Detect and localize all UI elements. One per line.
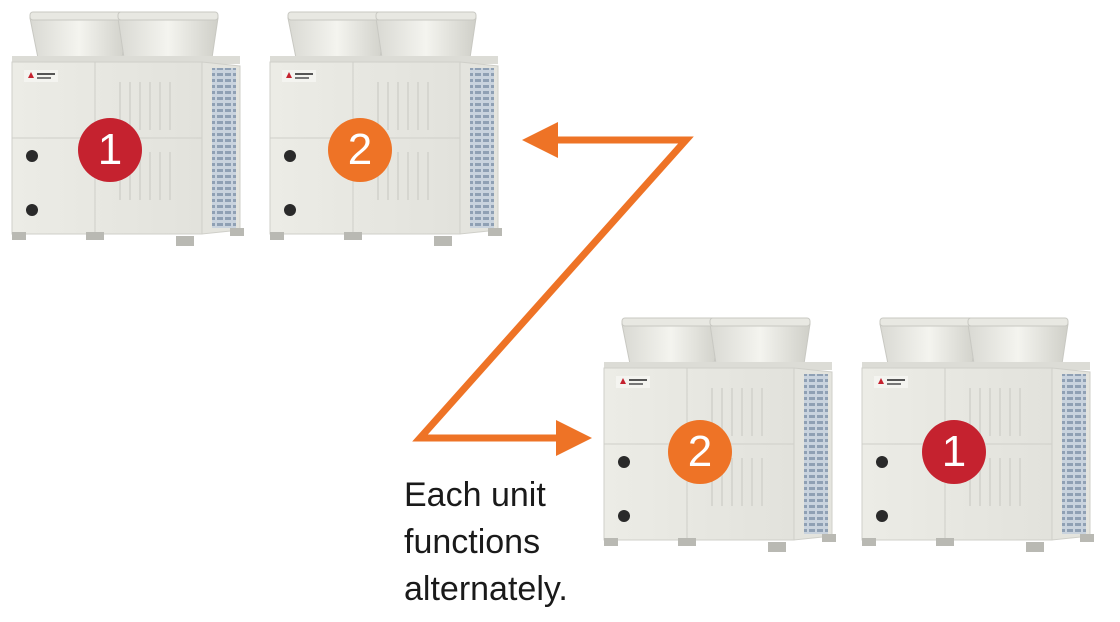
outdoor-unit-top-right: 2 [258,0,518,250]
arrow-head-icon [522,122,558,158]
outdoor-unit-top-left: 1 [0,0,260,250]
outdoor-unit-bottom-right: 1 [850,306,1110,556]
unit-number-badge: 2 [328,118,392,182]
caption-line: Each unit [404,476,546,514]
unit-number-badge: 1 [922,420,986,484]
unit-number-badge: 1 [78,118,142,182]
caption-line: functions [404,523,541,561]
arrow-head-icon [556,420,592,456]
unit-number-badge: 2 [668,420,732,484]
caption: Each unit functions alternately. [404,472,644,613]
outdoor-unit-bottom-left: 2 [592,306,852,556]
caption-line: alternately. [404,570,568,608]
